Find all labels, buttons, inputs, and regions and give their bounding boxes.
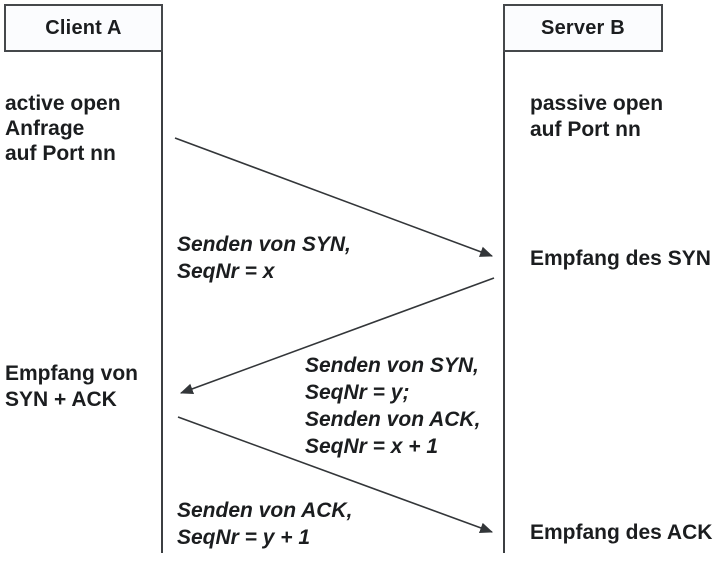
syn-ack-message-line-4: SeqNr = x + 1	[305, 435, 439, 458]
client-open-line-2: Anfrage	[5, 117, 85, 140]
ack-message-line-1: Senden von ACK,	[177, 499, 353, 522]
syn-ack-message-line-3: Senden von ACK,	[305, 408, 481, 431]
recv-synack-line-1: Empfang von	[5, 362, 139, 385]
syn-message-line-1: Senden von SYN,	[177, 233, 351, 256]
syn-ack-message-label: Senden von SYN, SeqNr = y; Senden von AC…	[305, 352, 480, 460]
syn-arrow	[174, 137, 494, 257]
ack-message-label: Senden von ACK, SeqNr = y + 1	[177, 497, 352, 551]
client-label: Client A	[45, 16, 122, 39]
syn-message-line-2: SeqNr = x	[177, 260, 275, 283]
ack-arrow	[177, 416, 494, 533]
client-open-note: active open Anfrage auf Port nn	[5, 91, 121, 166]
syn-ack-message-line-2: SeqNr = y;	[305, 381, 410, 404]
recv-ack-note: Empfang des ACK	[530, 520, 712, 546]
server-open-line-2: auf Port nn	[530, 118, 641, 141]
server-open-line-1: passive open	[530, 92, 664, 115]
syn-ack-message-line-1: Senden von SYN,	[305, 354, 479, 377]
client-box: Client A	[4, 4, 163, 52]
server-lifeline	[503, 4, 505, 553]
syn-ack-arrow	[179, 277, 495, 394]
server-open-note: passive open auf Port nn	[530, 91, 663, 143]
recv-synack-line-2: SYN + ACK	[5, 388, 117, 411]
server-box: Server B	[503, 4, 663, 52]
recv-syn-note: Empfang des SYN	[530, 246, 711, 272]
recv-ack-label: Empfang des ACK	[530, 521, 713, 544]
client-lifeline	[161, 4, 163, 553]
recv-syn-label: Empfang des SYN	[530, 247, 711, 270]
client-open-line-1: active open	[5, 92, 121, 115]
ack-message-line-2: SeqNr = y + 1	[177, 526, 311, 549]
client-open-line-3: auf Port nn	[5, 142, 116, 165]
server-label: Server B	[541, 16, 625, 39]
syn-message-label: Senden von SYN, SeqNr = x	[177, 231, 351, 285]
recv-synack-note: Empfang von SYN + ACK	[5, 361, 138, 413]
